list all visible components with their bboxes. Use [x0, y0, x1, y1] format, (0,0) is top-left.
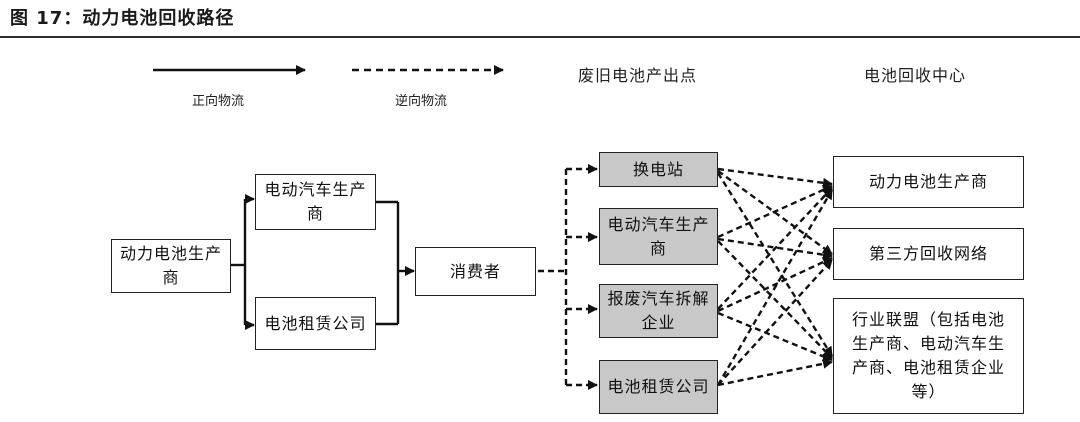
legend-forward-label: 正向物流	[192, 94, 245, 109]
center-battery-manufacturer: 动力电池生产商	[833, 156, 1024, 208]
reverse-flow-consumer-outlets	[538, 164, 598, 390]
node-battery-manufacturer: 动力电池生产商	[111, 239, 231, 293]
node-consumer: 消费者	[415, 247, 536, 296]
outlet-scrap-dismantler: 报废汽车拆解企业	[599, 284, 718, 338]
forward-flow	[231, 194, 415, 330]
figure-title: 图 17：动力电池回收路径	[10, 8, 235, 29]
outlet-battery-leasing: 电池租赁公司	[599, 360, 718, 414]
center-third-party-network: 第三方回收网络	[833, 228, 1024, 280]
header-centers: 电池回收中心	[864, 66, 967, 85]
node-ev-manufacturer: 电动汽车生产商	[255, 174, 376, 230]
node-battery-leasing: 电池租赁公司	[255, 297, 376, 350]
outlet-ev-manufacturer: 电动汽车生产商	[599, 208, 718, 265]
center-industry-alliance: 行业联盟（包括电池生产商、电动汽车生产商、电池租赁企业等）	[833, 298, 1024, 414]
outlet-swap-station: 换电站	[599, 152, 718, 187]
legend-reverse-label: 逆向物流	[395, 94, 448, 109]
title-divider	[0, 36, 1080, 38]
reverse-flow-outlets-centers	[716, 167, 834, 387]
header-outlets: 废旧电池产出点	[578, 66, 698, 85]
